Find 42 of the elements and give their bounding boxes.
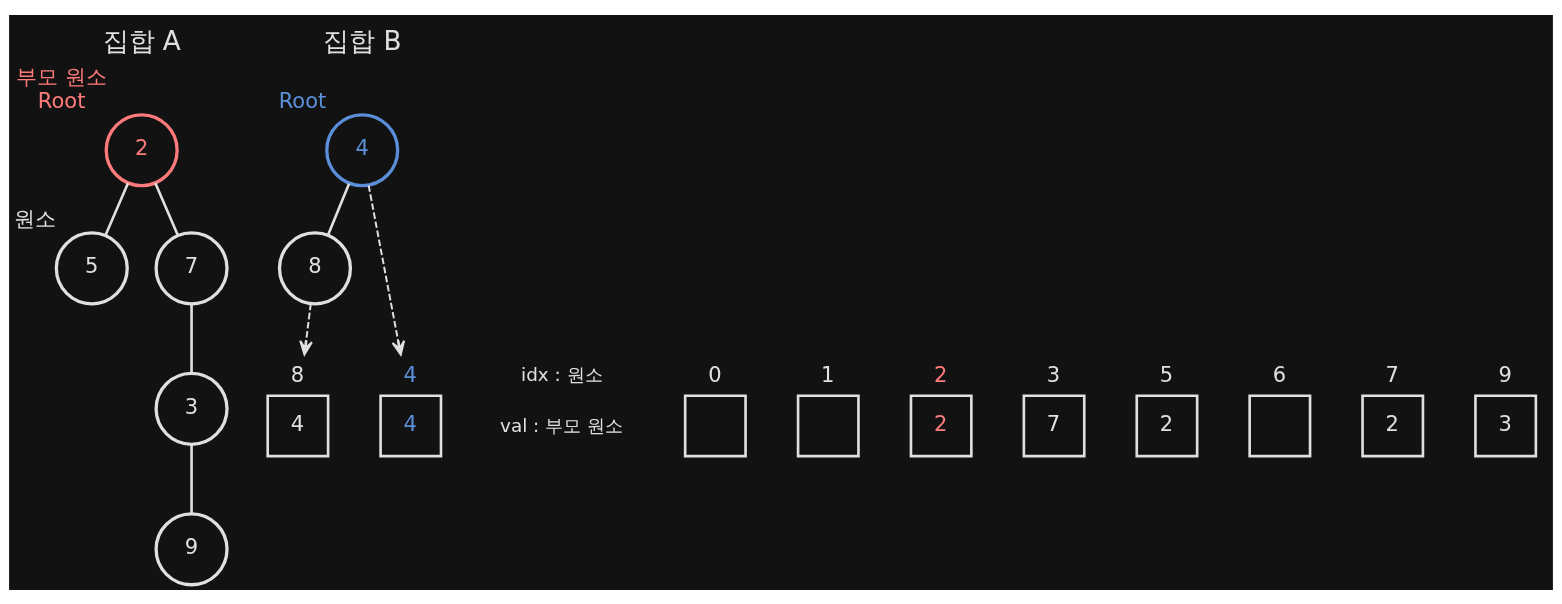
node-circle: 3 (154, 371, 229, 446)
node-box: 2 (1135, 393, 1199, 457)
node-label: 부모 원소 (16, 64, 107, 89)
connector (326, 182, 351, 236)
node-label: 6 (1272, 362, 1287, 387)
label: 집합 A (102, 25, 181, 56)
node-box: 4 (266, 393, 330, 457)
node-label: 8 (290, 362, 305, 387)
node-box: 2 (1361, 393, 1425, 457)
node-circle: 9 (154, 511, 229, 586)
node-circle: 2 (104, 112, 179, 187)
node-box: 2 (909, 393, 973, 457)
node-box (796, 393, 860, 457)
node-circle: 4 (325, 112, 400, 187)
node-label: 0 (708, 362, 722, 387)
node-circle: 7 (154, 230, 229, 305)
node-box (683, 393, 747, 457)
node-label: 9 (1498, 362, 1512, 387)
node-label: 2 (933, 362, 948, 387)
node-box: 3 (1474, 393, 1538, 457)
node-label: 원소 (14, 206, 57, 231)
node-box: 4 (379, 393, 443, 457)
node-label: Root (278, 88, 327, 113)
label: 집합 B (323, 25, 402, 56)
node-circle: 5 (54, 230, 129, 305)
label: val : 부모 원소 (500, 414, 623, 436)
node-label: 5 (1159, 362, 1174, 387)
node-circle: 8 (277, 230, 353, 305)
connector (190, 303, 193, 373)
node-box (1248, 393, 1312, 457)
arrow (367, 184, 406, 356)
connector (154, 182, 180, 236)
connector (190, 444, 193, 514)
node-label: Root (37, 88, 86, 113)
node-box: 7 (1022, 393, 1086, 457)
node-label: 3 (1046, 362, 1061, 387)
node-label: 7 (1385, 362, 1399, 387)
connector (104, 182, 130, 236)
label: idx : 원소 (521, 363, 603, 385)
arrow (299, 302, 313, 355)
node-label: 4 (403, 362, 417, 387)
node-label: 1 (821, 362, 835, 387)
